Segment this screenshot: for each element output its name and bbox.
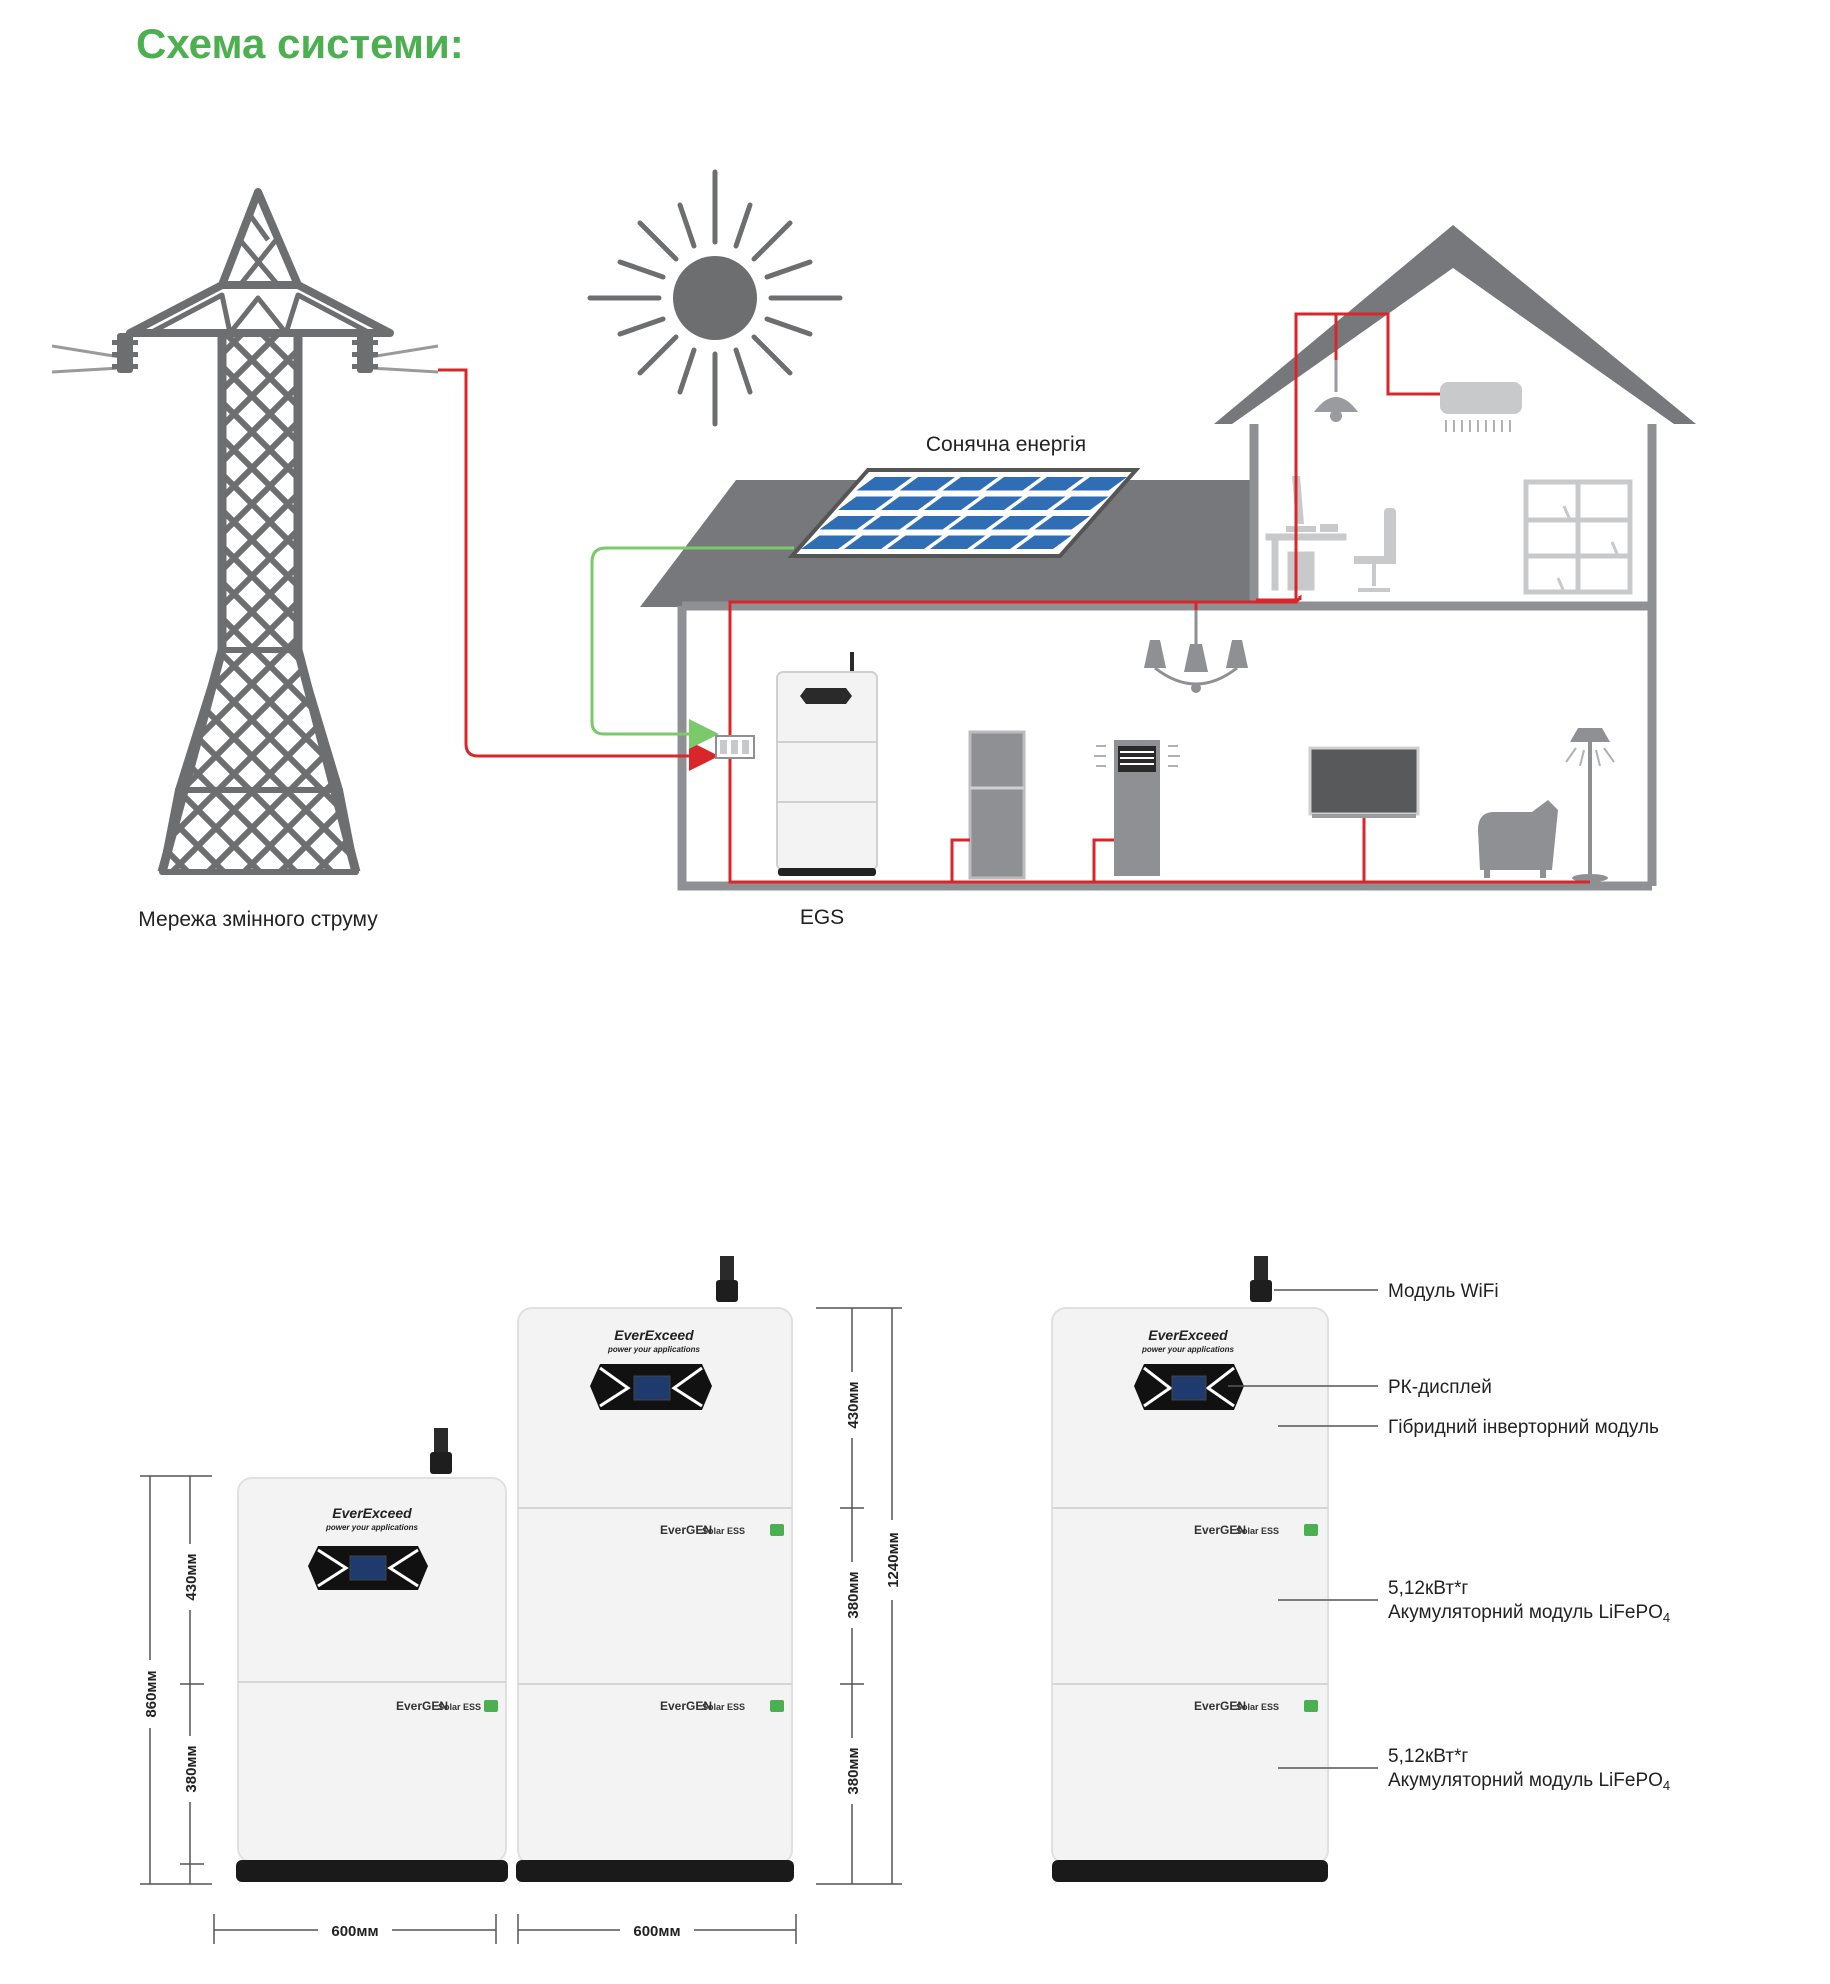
- labeled-unit-battery-brand-1: EverGEN: [1194, 1523, 1246, 1537]
- callout-inverter: Гібридний інверторний модуль: [1388, 1417, 1659, 1438]
- armchair-icon: [1478, 800, 1558, 878]
- callout-display: РК-дисплей: [1388, 1377, 1492, 1398]
- page-title: Схема системи:: [136, 20, 464, 67]
- labeled-unit-display-icon: [1134, 1364, 1244, 1410]
- air-conditioner-icon: [1440, 382, 1522, 432]
- desk-computer-icon: [1265, 476, 1396, 592]
- callout-battery1-capacity: 5,12кВт*г: [1388, 1578, 1468, 1599]
- large-unit-battery-brand-small-1: Solar ESS: [702, 1526, 745, 1536]
- solar-cell: [973, 535, 1029, 549]
- solar-cell: [1034, 516, 1090, 530]
- dim-width-large: 600мм: [633, 1923, 680, 1940]
- egs-unit-icon: [776, 652, 878, 876]
- sun-icon: [587, 169, 843, 427]
- dim-large-battery-2: 380мм: [845, 1747, 862, 1794]
- floor-lamp-icon: [1565, 728, 1615, 882]
- solar-cell: [899, 477, 955, 491]
- small-unit-battery-brand: EverGEN: [396, 1699, 448, 1713]
- solar-cell: [1028, 477, 1084, 491]
- solar-cell: [942, 477, 998, 491]
- callout-battery2-sub: 4: [1663, 1778, 1670, 1793]
- solar-cell: [930, 535, 986, 549]
- labeled-unit-battery-brand-small-1: Solar ESS: [1236, 1526, 1279, 1536]
- labeled-unit-battery-brand-2: EverGEN: [1194, 1699, 1246, 1713]
- solar-cell: [985, 477, 1041, 491]
- solar-cell: [801, 535, 857, 549]
- dim-small-inverter: 430мм: [183, 1553, 200, 1600]
- callout-lines: [1228, 1289, 1378, 1769]
- small-unit-logo: EverExceed: [332, 1505, 412, 1521]
- dim-small-battery: 380мм: [183, 1745, 200, 1792]
- labeled-unit-tagline: power your applications: [1141, 1345, 1235, 1354]
- bookshelf-icon: [1523, 479, 1633, 595]
- refrigerator-icon: [968, 730, 1026, 880]
- labeled-unit-battery-brand-small-2: Solar ESS: [1236, 1702, 1279, 1712]
- grid-label: Мережа змінного струму: [138, 908, 378, 931]
- dim-large-inverter: 430мм: [845, 1381, 862, 1428]
- solar-cell: [1010, 496, 1066, 510]
- dim-large-total: 1240мм: [885, 1532, 902, 1588]
- labeled-unit-logo: EverExceed: [1148, 1327, 1228, 1343]
- svg-text:Акумуляторний модуль LiFePO4: Акумуляторний модуль LiFePO4: [1388, 1602, 1670, 1625]
- egs-label: EGS: [800, 906, 844, 929]
- solar-cell: [844, 535, 900, 549]
- wiring-lines: [438, 312, 1590, 884]
- large-unit-tagline: power your applications: [607, 1345, 701, 1354]
- solar-label: Сонячна енергія: [926, 433, 1086, 456]
- distribution-box-icon: [715, 735, 755, 759]
- solar-cell: [887, 535, 943, 549]
- callout-battery2-capacity: 5,12кВт*г: [1388, 1746, 1468, 1767]
- dim-small-total: 860мм: [143, 1670, 160, 1717]
- large-unit-battery-brand-2: EverGEN: [660, 1699, 712, 1713]
- solar-cell: [1071, 477, 1127, 491]
- callout-battery1-desc: Акумуляторний модуль LiFePO: [1388, 1602, 1663, 1623]
- solar-cell: [905, 516, 961, 530]
- small-unit-battery-brand-small: Solar ESS: [438, 1702, 481, 1712]
- dim-large-battery-1: 380мм: [845, 1571, 862, 1618]
- power-tower-icon: [51, 188, 439, 875]
- solar-cell: [856, 477, 912, 491]
- solar-cell: [967, 496, 1023, 510]
- large-unit-battery-brand-small-2: Solar ESS: [702, 1702, 745, 1712]
- solar-cell: [991, 516, 1047, 530]
- standing-ac-icon: [1094, 740, 1180, 876]
- ceiling-lamp-icon: [1314, 360, 1358, 422]
- svg-text:Акумуляторний модуль LiFePO4: Акумуляторний модуль LiFePO4: [1388, 1770, 1670, 1793]
- solar-cell: [862, 516, 918, 530]
- solar-cell: [948, 516, 1004, 530]
- solar-cell: [1016, 535, 1072, 549]
- labeled-egs-unit: EverExceed power your applications EverG…: [1051, 1256, 1329, 1882]
- callout-battery2-desc: Акумуляторний модуль LiFePO: [1388, 1770, 1663, 1791]
- callout-wifi: Модуль WiFi: [1388, 1281, 1499, 1302]
- solar-cell: [1053, 496, 1109, 510]
- solar-cell: [881, 496, 937, 510]
- tv-icon: [1308, 746, 1420, 818]
- dim-width-small: 600мм: [331, 1923, 378, 1940]
- large-unit-logo: EverExceed: [614, 1327, 694, 1343]
- large-egs-unit: EverExceed power your applications EverG…: [516, 1256, 794, 1882]
- chandelier-icon: [1144, 608, 1248, 693]
- small-unit-tagline: power your applications: [325, 1523, 419, 1532]
- small-unit-display-icon: [308, 1546, 428, 1590]
- large-unit-battery-brand-1: EverGEN: [660, 1523, 712, 1537]
- solar-cell: [924, 496, 980, 510]
- solar-panel-icon: [787, 468, 1141, 558]
- solar-cell: [819, 516, 875, 530]
- large-unit-display-icon: [590, 1364, 712, 1410]
- callout-battery1-sub: 4: [1663, 1610, 1670, 1625]
- small-egs-unit: EverExceed power your applications EverG…: [236, 1428, 508, 1882]
- solar-cell: [838, 496, 894, 510]
